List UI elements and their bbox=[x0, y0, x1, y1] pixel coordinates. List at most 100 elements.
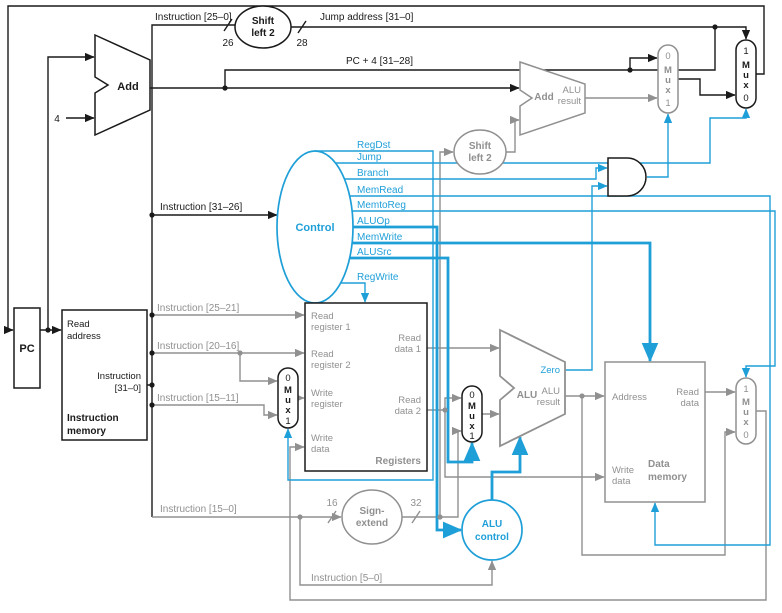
wire-signext-out bbox=[402, 426, 462, 518]
wire-branchmux-to-jumpmux bbox=[678, 78, 736, 100]
wire-memtoreg bbox=[315, 210, 776, 378]
wire-instr-20-16-mux bbox=[239, 353, 278, 386]
add-label: Add bbox=[117, 81, 138, 93]
wire-instr-5-0 bbox=[299, 517, 497, 586]
slash-16 bbox=[327, 510, 337, 524]
wire-instr-15-11 bbox=[152, 404, 278, 420]
dmem-read-data: data bbox=[681, 398, 700, 409]
shift-mid-label: left 2 bbox=[468, 153, 492, 164]
bitwidth-slashes bbox=[223, 18, 421, 524]
wires bbox=[3, 5, 776, 601]
dmem-read-data: Read bbox=[676, 387, 699, 398]
alu-control-label: ALU bbox=[482, 519, 503, 530]
wire-zero bbox=[565, 181, 608, 371]
wire-branch bbox=[315, 163, 608, 180]
reg-read-register-1: register 1 bbox=[311, 322, 351, 333]
jump-mux-labels: 1 M u x 0 bbox=[742, 46, 750, 104]
text-layer: Instruction [25–0] Jump address [31–0] P… bbox=[19, 12, 750, 584]
imem-read-address: Read bbox=[67, 319, 90, 330]
instruction-memory-box bbox=[61, 309, 148, 441]
reg-write-register: register bbox=[311, 399, 343, 410]
reg-write-data: Write bbox=[311, 433, 333, 444]
mux-letter: u bbox=[743, 407, 749, 418]
mux-port-label: 1 bbox=[665, 98, 670, 109]
dmem-name: memory bbox=[648, 472, 687, 483]
junction-dot bbox=[149, 212, 155, 218]
sign-extend-oval bbox=[341, 489, 403, 545]
mux-letter: x bbox=[665, 85, 671, 96]
signal-label-branch: Branch bbox=[357, 168, 389, 179]
dmem-write-data: Write bbox=[612, 465, 634, 476]
registers-name: Registers bbox=[375, 456, 421, 467]
mux-port-label: 1 bbox=[743, 46, 748, 57]
slash-32 bbox=[411, 510, 421, 524]
mux-letter: M bbox=[664, 65, 672, 76]
reg-read-register-2: register 2 bbox=[311, 360, 351, 371]
alu-label: ALU bbox=[517, 390, 538, 401]
reg-read-register-2: Read bbox=[311, 349, 334, 360]
label-instruction-15-0: Instruction [15–0] bbox=[160, 504, 237, 515]
wire-pc-to-add bbox=[47, 52, 95, 330]
pc-label: PC bbox=[19, 343, 34, 355]
registers-box bbox=[304, 302, 428, 472]
junction-dot bbox=[149, 312, 155, 318]
mux-letter: u bbox=[469, 411, 475, 422]
signal-label-aluop: ALUOp bbox=[357, 216, 390, 227]
mux-letter: x bbox=[285, 405, 291, 416]
label-instruction-5-0: Instruction [5–0] bbox=[311, 573, 382, 584]
wire-writeback bbox=[289, 410, 767, 601]
dmem-write-data: data bbox=[612, 476, 631, 487]
branch-adder-result: ALU bbox=[563, 85, 582, 96]
junction-dot bbox=[297, 514, 303, 520]
alu-control-oval bbox=[461, 499, 523, 561]
mux-letter: M bbox=[742, 60, 750, 71]
shift-mid-label: Shift bbox=[469, 141, 492, 152]
junction-dot bbox=[712, 24, 718, 30]
mux-letter: M bbox=[468, 401, 476, 412]
junction-dot bbox=[149, 350, 155, 356]
branch-adder bbox=[519, 60, 586, 137]
junction-dot bbox=[149, 382, 155, 388]
wire-instr-bus bbox=[147, 24, 235, 517]
branch-mux bbox=[657, 44, 679, 114]
reg-read-data-1: Read bbox=[398, 333, 421, 344]
branch-adder-result: result bbox=[558, 96, 582, 107]
jump-mux bbox=[735, 39, 757, 109]
junction-dot bbox=[45, 327, 51, 333]
main-alu bbox=[499, 328, 566, 448]
label-width-26: 26 bbox=[222, 38, 234, 49]
data-memory-box bbox=[604, 361, 706, 503]
mux-letter: x bbox=[469, 421, 475, 432]
wire-pc-feedback bbox=[3, 5, 765, 335]
reg-read-register-1: Read bbox=[311, 311, 334, 322]
reg-write-data: data bbox=[311, 444, 330, 455]
reg-read-data-2: Read bbox=[398, 395, 421, 406]
imem-name: memory bbox=[67, 426, 106, 437]
label-width-28: 28 bbox=[296, 38, 308, 49]
alu-control-label: control bbox=[475, 532, 509, 543]
slash-28 bbox=[297, 20, 307, 34]
mux-letter: x bbox=[743, 417, 749, 428]
wire-alu-result-to-mux bbox=[581, 396, 736, 556]
regdst-mux-labels: 0 M u x 1 bbox=[284, 373, 292, 427]
wire-signext-to-shift2 bbox=[439, 147, 454, 517]
alusrc-mux bbox=[461, 385, 483, 443]
shift-left-2-mid-oval bbox=[453, 129, 507, 175]
wire-pc4-upper bbox=[224, 27, 716, 88]
mux-letter: u bbox=[665, 75, 671, 86]
mux-letter: u bbox=[285, 395, 291, 406]
wire-aluop bbox=[315, 225, 463, 539]
dmem-address: Address bbox=[612, 392, 647, 403]
mux-letter: M bbox=[742, 397, 750, 408]
junction-dot bbox=[237, 350, 243, 356]
branch-adder-label: Add bbox=[534, 92, 553, 103]
junction-dot bbox=[222, 85, 228, 91]
imem-name: Instruction bbox=[67, 413, 119, 424]
signal-label-memtoreg: MemtoReg bbox=[357, 200, 406, 211]
alu-result-label: result bbox=[537, 397, 561, 408]
mux-port-label: 1 bbox=[285, 416, 290, 427]
add-alu bbox=[94, 33, 151, 137]
imem-read-address: address bbox=[67, 331, 101, 342]
label-instruction-25-21: Instruction [25–21] bbox=[157, 303, 239, 314]
wire-and-out bbox=[647, 113, 673, 178]
